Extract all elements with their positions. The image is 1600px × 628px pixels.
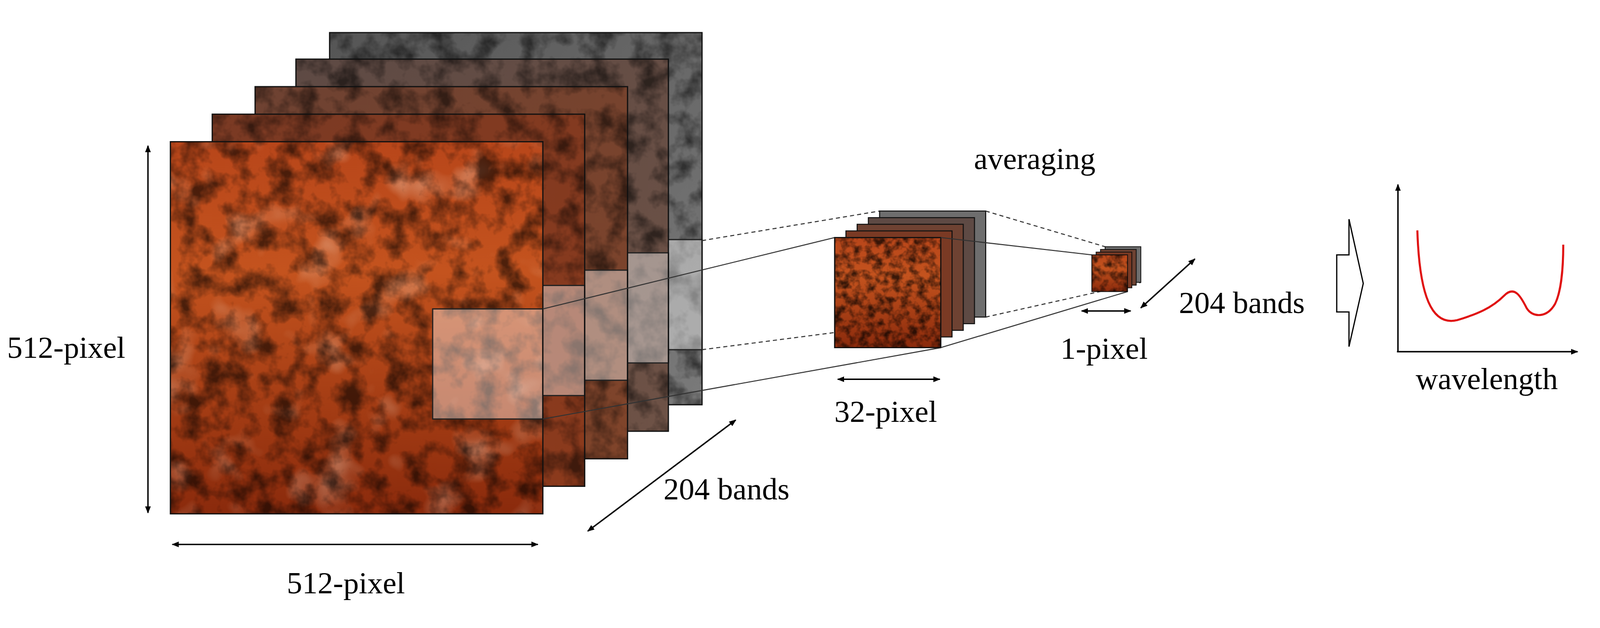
dimension-arrow xyxy=(147,145,1195,545)
band-layer xyxy=(170,141,543,515)
dimension-label: averaging xyxy=(973,142,1096,176)
dimension-label: 1-pixel xyxy=(1060,331,1148,366)
dimension-label: wavelength xyxy=(1415,362,1558,397)
projection-line xyxy=(940,211,1141,348)
dimension-label: 32-pixel xyxy=(834,395,938,429)
dimension-label: 204 bands xyxy=(663,472,790,507)
dimension-label: 512-pixel xyxy=(286,566,405,601)
sub-cube xyxy=(834,211,986,348)
pixel-cube xyxy=(1091,246,1141,292)
projection-line xyxy=(542,211,986,420)
block-arrow xyxy=(1336,219,1364,347)
dimension-label: 512-pixel xyxy=(7,330,126,365)
dimension-label: 204 bands xyxy=(1178,286,1305,320)
spectrum-plot xyxy=(1397,184,1578,352)
